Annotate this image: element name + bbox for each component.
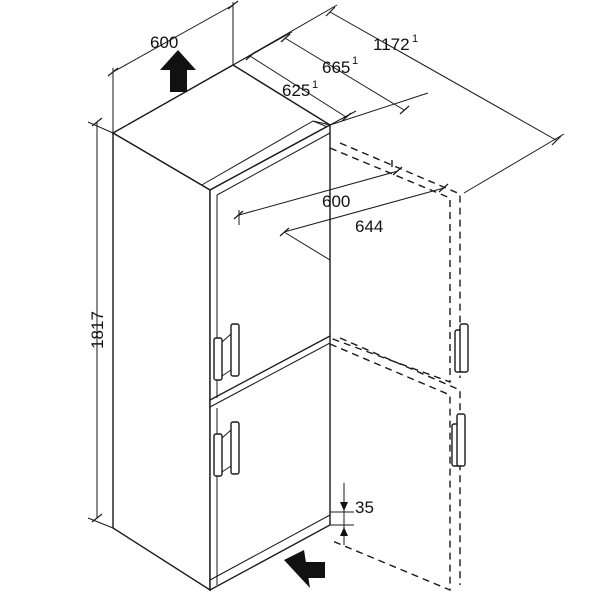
label-height: 1817 bbox=[88, 311, 107, 349]
side-face bbox=[112, 131, 211, 592]
dim-door-open-width: 644 bbox=[279, 183, 449, 261]
label-depth-overall: 1172 bbox=[373, 35, 410, 54]
label-door-width: 600 bbox=[322, 192, 350, 211]
note-depth-open: 1 bbox=[352, 55, 358, 67]
appliance-body bbox=[111, 64, 332, 592]
airflow-up-arrow-icon bbox=[160, 50, 196, 92]
dim-width-top: 600 bbox=[107, 0, 239, 133]
dim-plinth-gap: 35 bbox=[330, 483, 374, 545]
airflow-in-arrow-icon bbox=[284, 550, 325, 588]
label-width-top: 600 bbox=[150, 33, 178, 52]
note-depth-body: 1 bbox=[312, 79, 318, 91]
open-upper-door bbox=[329, 142, 469, 384]
dim-height: 1817 bbox=[87, 117, 114, 529]
dim-depth-body: 625 1 bbox=[232, 49, 357, 126]
label-plinth-gap: 35 bbox=[355, 498, 374, 517]
open-lower-door bbox=[329, 337, 466, 592]
door-split bbox=[209, 335, 331, 401]
note-depth-overall: 1 bbox=[412, 33, 418, 45]
label-door-open-width: 644 bbox=[355, 217, 383, 236]
label-depth-open: 665 bbox=[322, 58, 350, 77]
lower-door-handles bbox=[213, 421, 240, 477]
upper-door-handles bbox=[213, 323, 240, 381]
label-depth-body: 625 bbox=[282, 81, 310, 100]
dim-depth-open: 665 1 bbox=[232, 31, 429, 126]
plinth-line bbox=[209, 514, 331, 581]
dim-depth-overall: 1172 1 bbox=[232, 4, 565, 194]
dim-door-width: 600 bbox=[233, 166, 403, 225]
